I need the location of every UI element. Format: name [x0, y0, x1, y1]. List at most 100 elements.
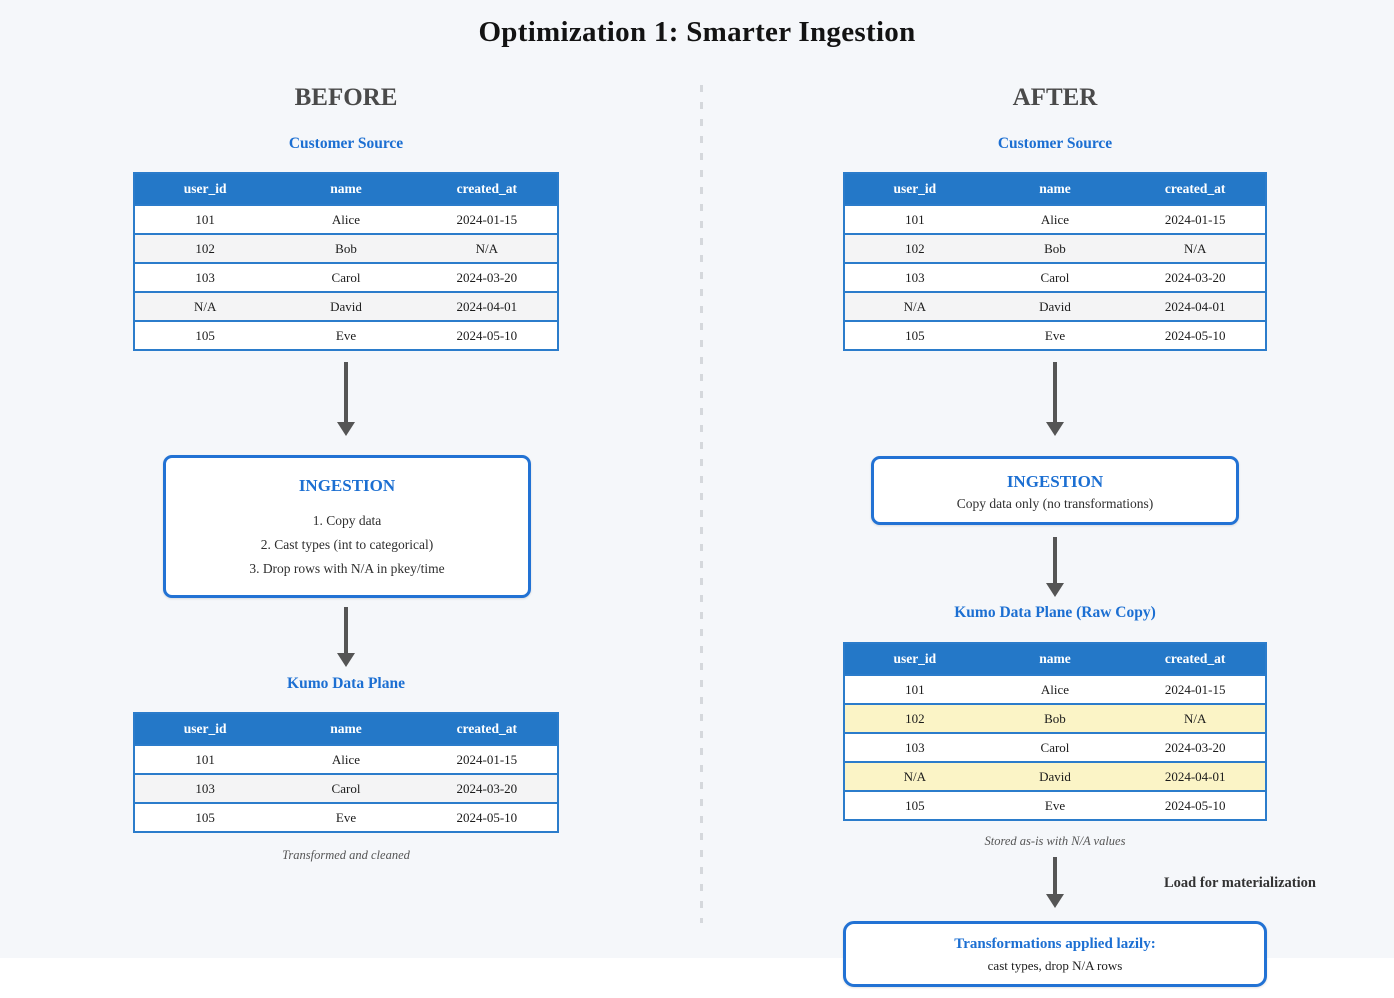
before-result-table-title: Kumo Data Plane	[287, 675, 405, 692]
table-cell: Carol	[275, 773, 417, 803]
column-header: name	[275, 173, 417, 205]
arrow-shaft	[344, 607, 348, 653]
table-cell: 2024-04-01	[1125, 291, 1266, 321]
table-cell: Alice	[275, 204, 417, 234]
table-cell: David	[984, 291, 1126, 321]
table-cell: 102	[844, 233, 985, 263]
table-cell: N/A	[1125, 233, 1266, 263]
table-cell: 2024-01-15	[1125, 204, 1266, 234]
lazy-transformations-box: Transformations applied lazily: cast typ…	[843, 921, 1267, 987]
column-header: user_id	[134, 713, 276, 745]
table-cell: 103	[844, 262, 985, 292]
table-cell: 103	[134, 773, 276, 803]
table-cell: 2024-01-15	[416, 204, 558, 234]
before-ingestion-title: INGESTION	[298, 476, 396, 495]
table-cell: 101	[134, 204, 276, 234]
table-cell: 2024-04-01	[1125, 761, 1266, 791]
ingestion-step: 3. Drop rows with N/A in pkey/time	[249, 561, 445, 576]
after-ingestion-title: INGESTION	[1006, 472, 1104, 491]
table-cell: Alice	[275, 744, 417, 774]
table-cell: 103	[134, 262, 276, 292]
column-header: user_id	[844, 173, 985, 205]
after-flow-arrow-1	[1046, 362, 1064, 436]
table-cell: 105	[134, 320, 276, 350]
table-cell: Carol	[984, 262, 1126, 292]
table-cell: David	[984, 761, 1126, 791]
after-flow-arrow-2	[1046, 537, 1064, 597]
table-cell: Eve	[984, 790, 1126, 820]
column-header: user_id	[844, 643, 985, 675]
arrow-shaft	[1053, 537, 1057, 583]
ingestion-step: 1. Copy data	[312, 513, 382, 528]
table-cell: Eve	[275, 320, 417, 350]
column-header: name	[984, 173, 1126, 205]
table-cell: 2024-01-15	[1125, 674, 1266, 704]
before-flow-arrow-1	[337, 362, 355, 436]
table-cell: David	[275, 291, 417, 321]
after-label: AFTER	[1012, 84, 1098, 111]
materialization-arrow-label: Load for materialization	[1164, 875, 1316, 891]
table-cell: 2024-03-20	[1125, 732, 1266, 762]
table-cell: Bob	[984, 703, 1126, 733]
column-header: name	[984, 643, 1126, 675]
table-cell: Bob	[275, 233, 417, 263]
column-header: name	[275, 713, 417, 745]
table-cell: 2024-03-20	[416, 262, 558, 292]
column-header: created_at	[416, 713, 558, 745]
table-cell: 2024-03-20	[416, 773, 558, 803]
table-cell: 2024-03-20	[1125, 262, 1266, 292]
table-cell: 2024-05-10	[416, 802, 558, 832]
table-cell: 2024-05-10	[1125, 320, 1266, 350]
arrow-head-icon	[1046, 583, 1064, 597]
table-cell: Eve	[275, 802, 417, 832]
arrow-shaft	[1053, 362, 1057, 422]
column-header: user_id	[134, 173, 276, 205]
table-cell: 105	[844, 320, 985, 350]
table-cell: Alice	[984, 204, 1126, 234]
after-flow-arrow-3	[1046, 857, 1064, 908]
table-cell: 101	[844, 204, 985, 234]
arrow-head-icon	[337, 653, 355, 667]
before-label: BEFORE	[294, 84, 398, 111]
after-source-table-title: Customer Source	[997, 135, 1113, 152]
table-cell: N/A	[134, 291, 276, 321]
table-cell: 101	[134, 744, 276, 774]
table-cell: Carol	[984, 732, 1126, 762]
table-cell: Carol	[275, 262, 417, 292]
arrow-shaft	[344, 362, 348, 422]
arrow-head-icon	[1046, 894, 1064, 908]
table-cell: 2024-01-15	[416, 744, 558, 774]
table-cell: N/A	[416, 233, 558, 263]
before-flow-arrow-2	[337, 607, 355, 667]
column-header: created_at	[416, 173, 558, 205]
column-header: created_at	[1125, 643, 1266, 675]
table-cell: 103	[844, 732, 985, 762]
after-result-table-title: Kumo Data Plane (Raw Copy)	[954, 604, 1156, 621]
table-cell: N/A	[844, 761, 985, 791]
table-cell: 105	[844, 790, 985, 820]
after-result-caption: Stored as-is with N/A values	[984, 834, 1126, 848]
after-ingestion-box: INGESTION Copy data only (no transformat…	[871, 456, 1239, 525]
table-cell: 101	[844, 674, 985, 704]
table-cell: 102	[134, 233, 276, 263]
before-after-divider	[700, 85, 703, 923]
table-cell: N/A	[844, 291, 985, 321]
